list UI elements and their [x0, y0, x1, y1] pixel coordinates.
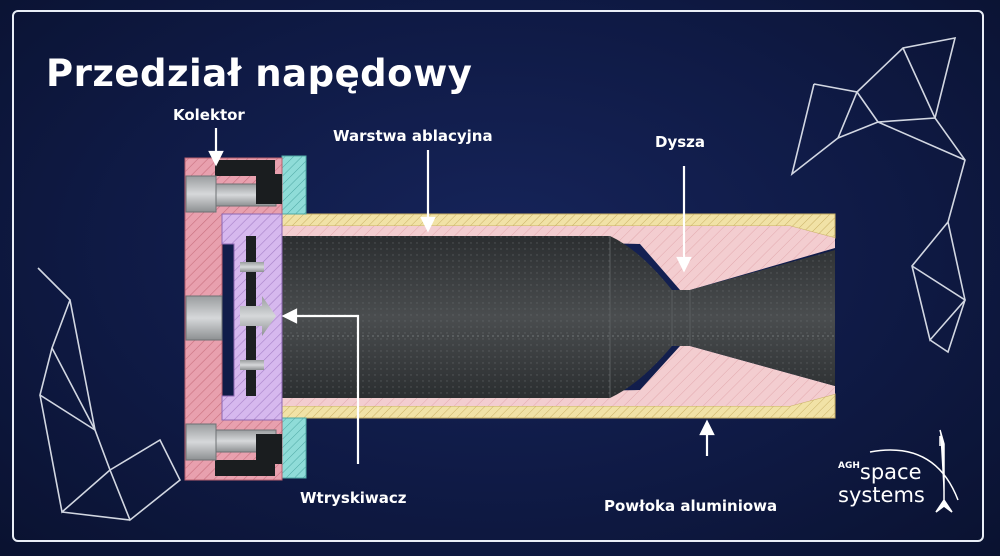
logo-space-text: space [859, 460, 922, 484]
injector-body [221, 213, 283, 421]
slide-frame [12, 10, 984, 542]
logo-systems-text: systems [838, 483, 925, 507]
page-title: Przedział napędowy [46, 52, 473, 95]
constellation-decoration-right [790, 36, 966, 354]
label-arrows [208, 128, 715, 464]
rocket-logo-icon [869, 429, 959, 513]
label-aluminium-coating: Powłoka aluminiowa [604, 497, 778, 515]
label-nozzle: Dysza [655, 133, 706, 151]
label-ablative-layer: Warstwa ablacyjna [333, 127, 493, 145]
logo-agh-text: AGH [838, 461, 860, 471]
agh-space-systems-logo: AGHspace systems [838, 462, 925, 506]
ablative-layer [282, 226, 835, 406]
fittings [185, 174, 282, 464]
combustion-chamber [282, 236, 835, 398]
seal-rings [281, 155, 307, 479]
label-collector: Kolektor [173, 106, 245, 124]
constellation-decoration-left [37, 267, 182, 522]
label-injector: Wtryskiwacz [300, 489, 407, 507]
